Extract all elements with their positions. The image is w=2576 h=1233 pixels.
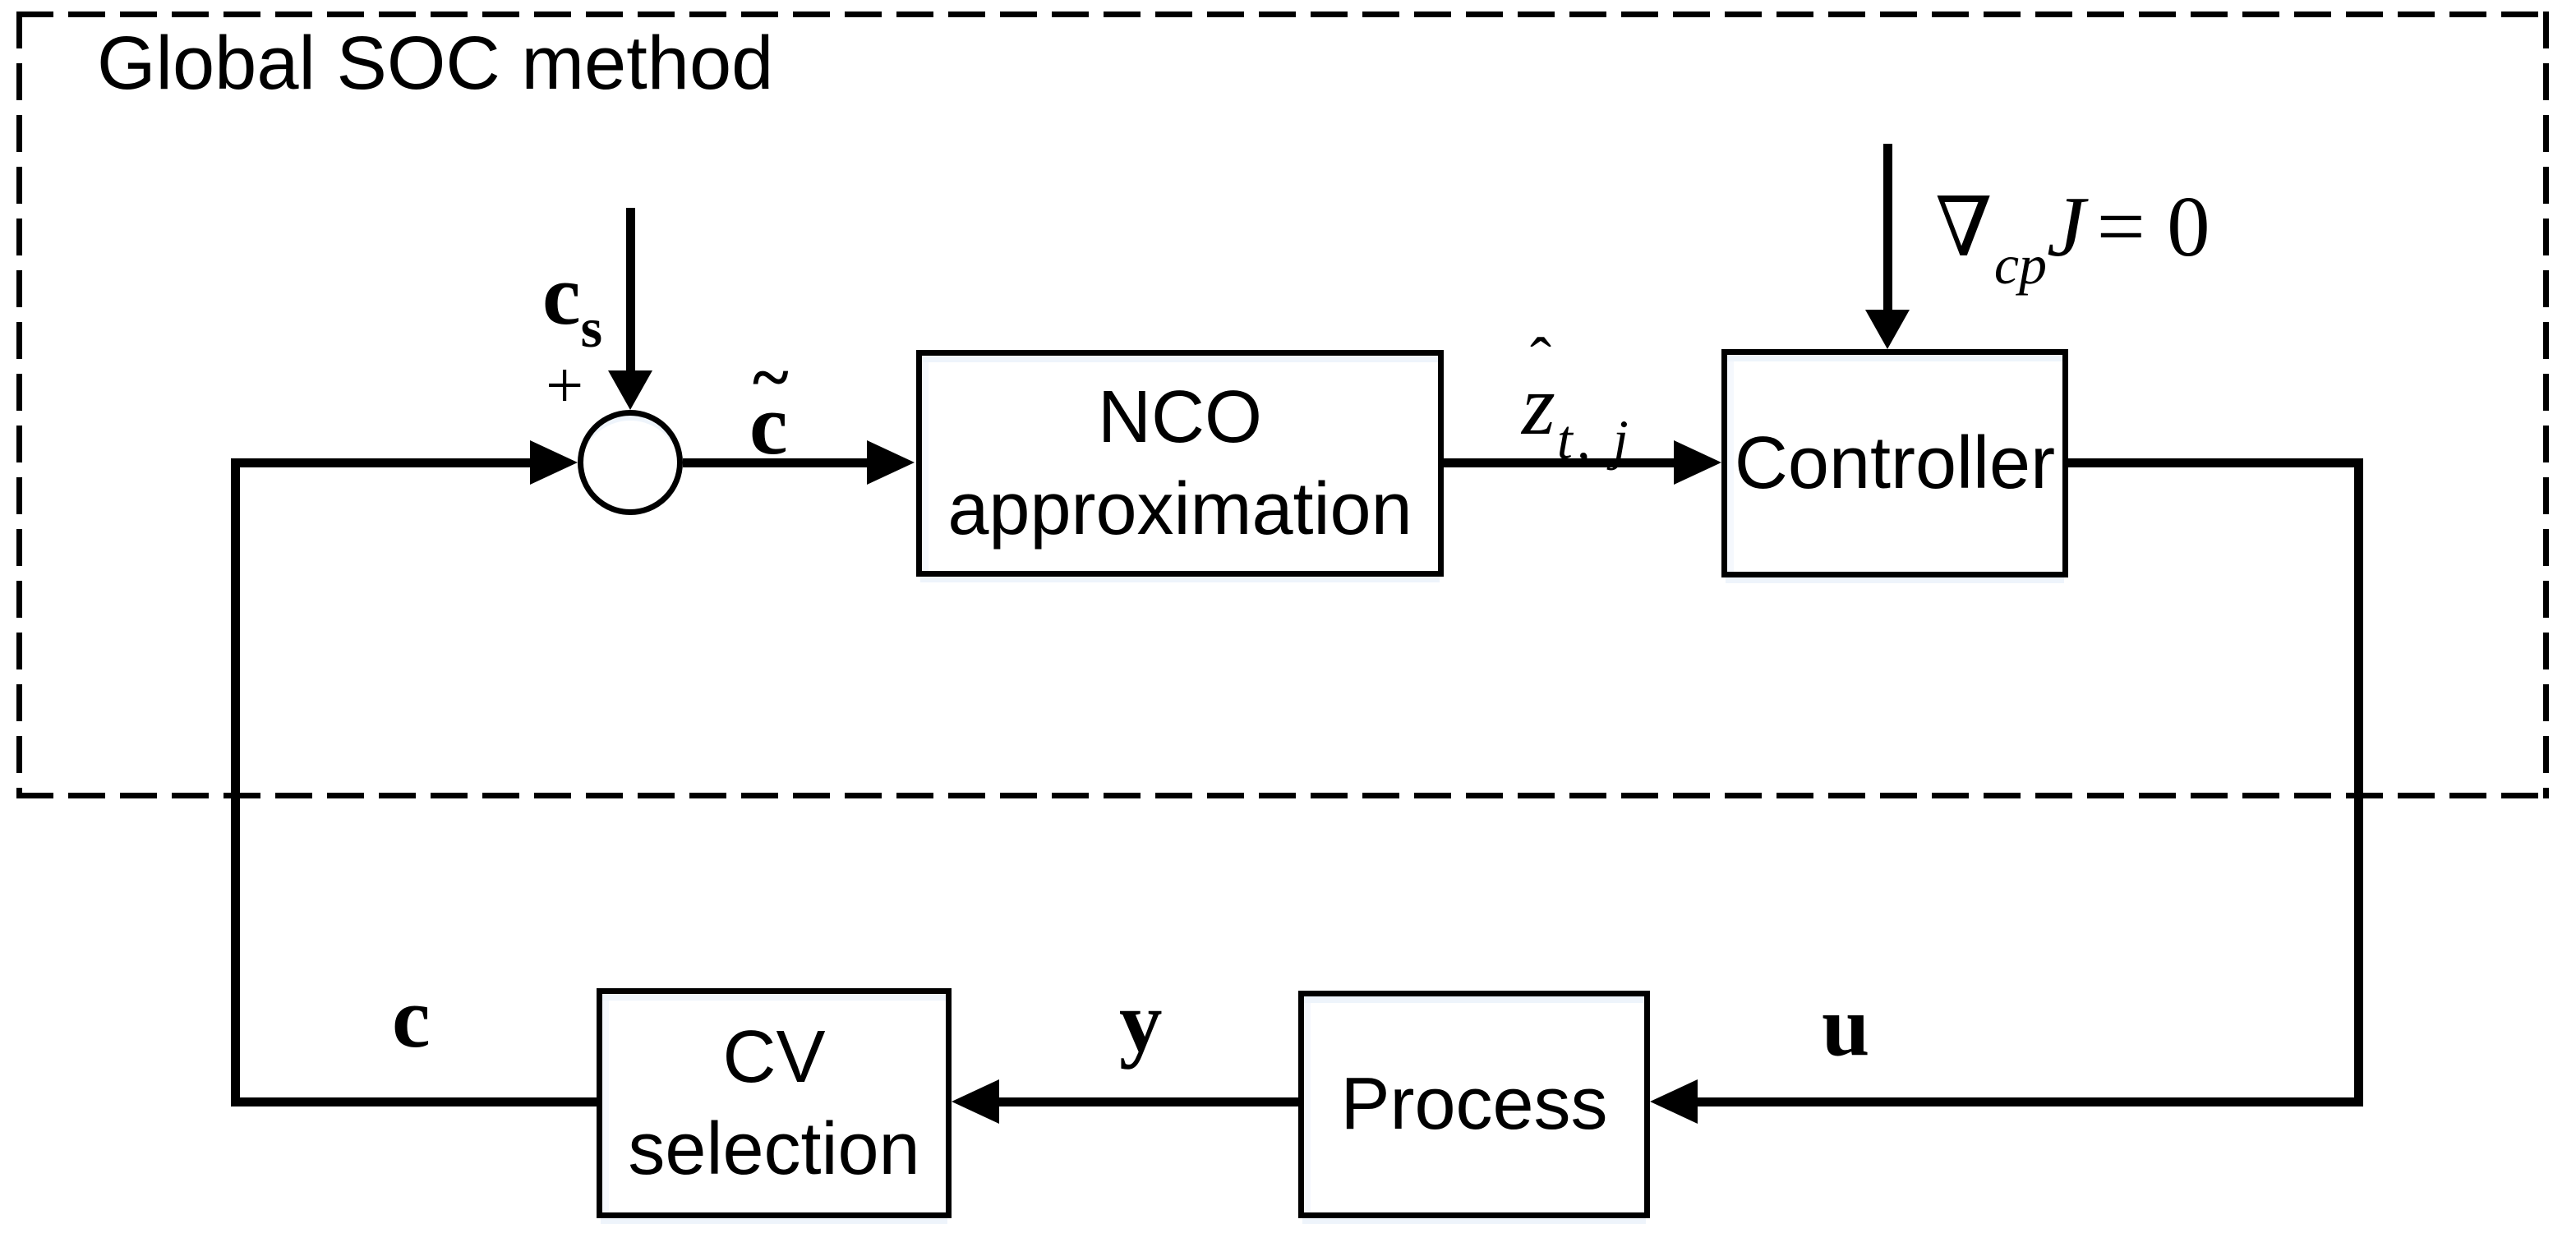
dashed-frame-left bbox=[16, 12, 22, 798]
feedback-arrowhead-icon bbox=[530, 440, 578, 485]
process-label: Process bbox=[1340, 1063, 1608, 1146]
controller-label: Controller bbox=[1734, 421, 2056, 504]
left-feedback-line bbox=[231, 458, 240, 1106]
frame-title: Global SOC method bbox=[97, 21, 774, 105]
controller-block: Controller bbox=[1721, 349, 2068, 577]
y-line bbox=[998, 1097, 1298, 1106]
cv-selection-label: CV selection bbox=[628, 1015, 920, 1191]
cv-input-arrowhead-icon bbox=[952, 1079, 999, 1124]
c-line bbox=[231, 1097, 597, 1106]
plus-sign-label: + bbox=[546, 347, 584, 422]
y-label: y bbox=[1119, 973, 1163, 1070]
dashed-frame-bottom bbox=[16, 793, 2549, 798]
nco-approximation-label: NCO approximation bbox=[947, 375, 1412, 551]
controller-output-line bbox=[2068, 458, 2363, 467]
right-return-line bbox=[2354, 458, 2363, 1106]
z-hat-line bbox=[1444, 458, 1674, 467]
setpoint-label: cs bbox=[542, 246, 603, 359]
dashed-frame-top bbox=[16, 12, 2549, 17]
dashed-frame-right bbox=[2543, 12, 2549, 798]
nco-approximation-block: NCO approximation bbox=[916, 350, 1444, 577]
process-block: Process bbox=[1298, 991, 1650, 1218]
cv-selection-block: CV selection bbox=[597, 988, 952, 1218]
c-label: c bbox=[392, 969, 431, 1065]
controller-input-arrowhead-icon bbox=[1674, 440, 1721, 485]
setpoint-line bbox=[626, 208, 635, 372]
c-tilde-line bbox=[683, 458, 869, 467]
u-line bbox=[1696, 1097, 2363, 1106]
u-label: u bbox=[1822, 978, 1870, 1074]
gradient-condition-label: ∇cpJ= 0 bbox=[1935, 178, 2210, 296]
summing-junction bbox=[578, 410, 683, 515]
nco-input-arrowhead-icon bbox=[867, 440, 915, 485]
c-tilde-label: ~c bbox=[749, 339, 789, 472]
gradient-line bbox=[1883, 144, 1892, 311]
process-input-arrowhead-icon bbox=[1650, 1079, 1698, 1124]
gradient-arrowhead-icon bbox=[1865, 310, 1910, 349]
setpoint-arrowhead-icon bbox=[608, 370, 652, 410]
feedback-line-top bbox=[231, 458, 532, 467]
